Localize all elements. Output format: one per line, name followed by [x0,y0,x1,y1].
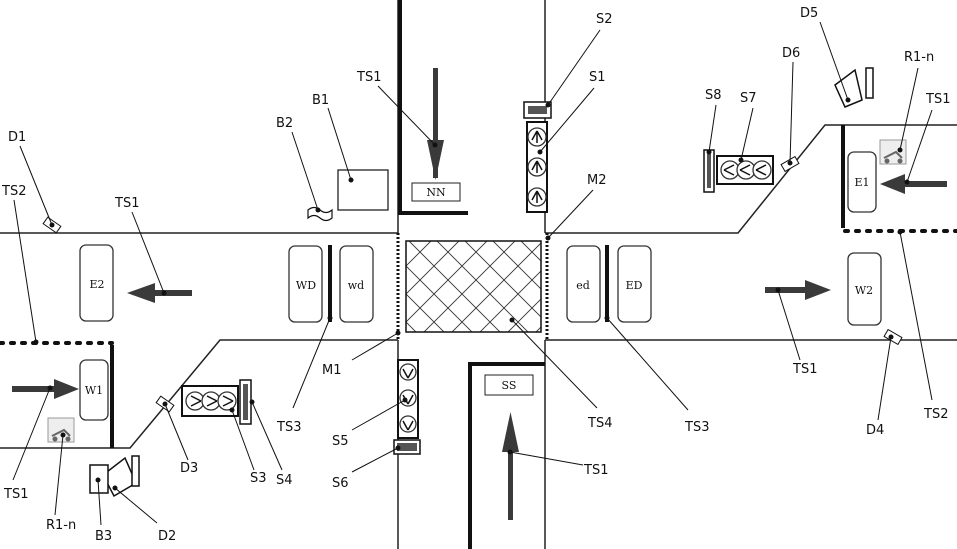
board-s4 [240,380,251,424]
label-m2: M2 [587,173,607,188]
label-ts1-sw: TS1 [3,487,28,502]
zone-wd: WD [296,279,316,292]
signal-s1 [527,122,547,212]
label-ts1-ss: TS1 [583,463,608,478]
label-ts2-e: TS2 [923,407,948,422]
label-ts1-w: TS1 [114,196,139,211]
label-s4: S4 [276,473,293,488]
label-s8: S8 [705,88,722,103]
zone-nn: NN [426,186,446,199]
label-r1n-bottom: R1-n [46,518,76,533]
label-ts1-e: TS1 [792,362,817,377]
label-ts3-e: TS3 [684,420,709,435]
label-b2: B2 [276,116,293,131]
label-m1: M1 [322,363,342,378]
signal-s5 [398,360,418,438]
signal-s7 [717,156,773,184]
arrow-west-icon-w [127,283,192,303]
robot-vehicle-icon-sw [48,418,74,442]
signal-s3 [182,386,238,416]
arrow-east-icon-e [765,280,831,300]
label-ts2-w: TS2 [1,184,26,199]
label-r1n-top: R1-n [904,50,934,65]
label-d6: D6 [782,46,800,61]
label-d3: D3 [180,461,198,476]
label-s6: S6 [332,476,349,491]
label-b1: B1 [312,93,329,108]
zone-ss: SS [502,379,517,392]
label-s1: S1 [589,70,606,85]
arrow-south-icon [427,68,444,180]
label-ts3-w: TS3 [276,420,301,435]
zone-w1: W1 [85,384,103,397]
label-s5: S5 [332,434,349,449]
zone-e1: E1 [854,176,869,189]
label-ts1-nn: TS1 [356,70,381,85]
crosshatch-zone [406,241,541,332]
arrow-east-icon-w [12,379,79,399]
arrow-west-icon-e [880,174,947,194]
zone-ed: ED [626,279,643,292]
robot-vehicle-icon-ne [880,140,906,164]
label-s7: S7 [740,91,757,106]
zone-wd-small: wd [348,279,364,292]
label-b3: B3 [95,529,112,544]
arrow-north-icon [502,412,519,520]
label-d4: D4 [866,423,884,438]
board-s8 [704,150,714,192]
zone-e2: E2 [89,278,104,291]
label-s2: S2 [596,12,613,27]
zone-w2: W2 [855,284,873,297]
camera-d5-icon [835,68,873,107]
label-ts1-ne: TS1 [925,92,950,107]
label-d2: D2 [158,529,176,544]
zone-ed-small: ed [576,279,590,292]
label-d5: D5 [800,6,818,21]
label-d1: D1 [8,130,26,145]
label-s3: S3 [250,471,267,486]
label-ts4: TS4 [587,416,612,431]
